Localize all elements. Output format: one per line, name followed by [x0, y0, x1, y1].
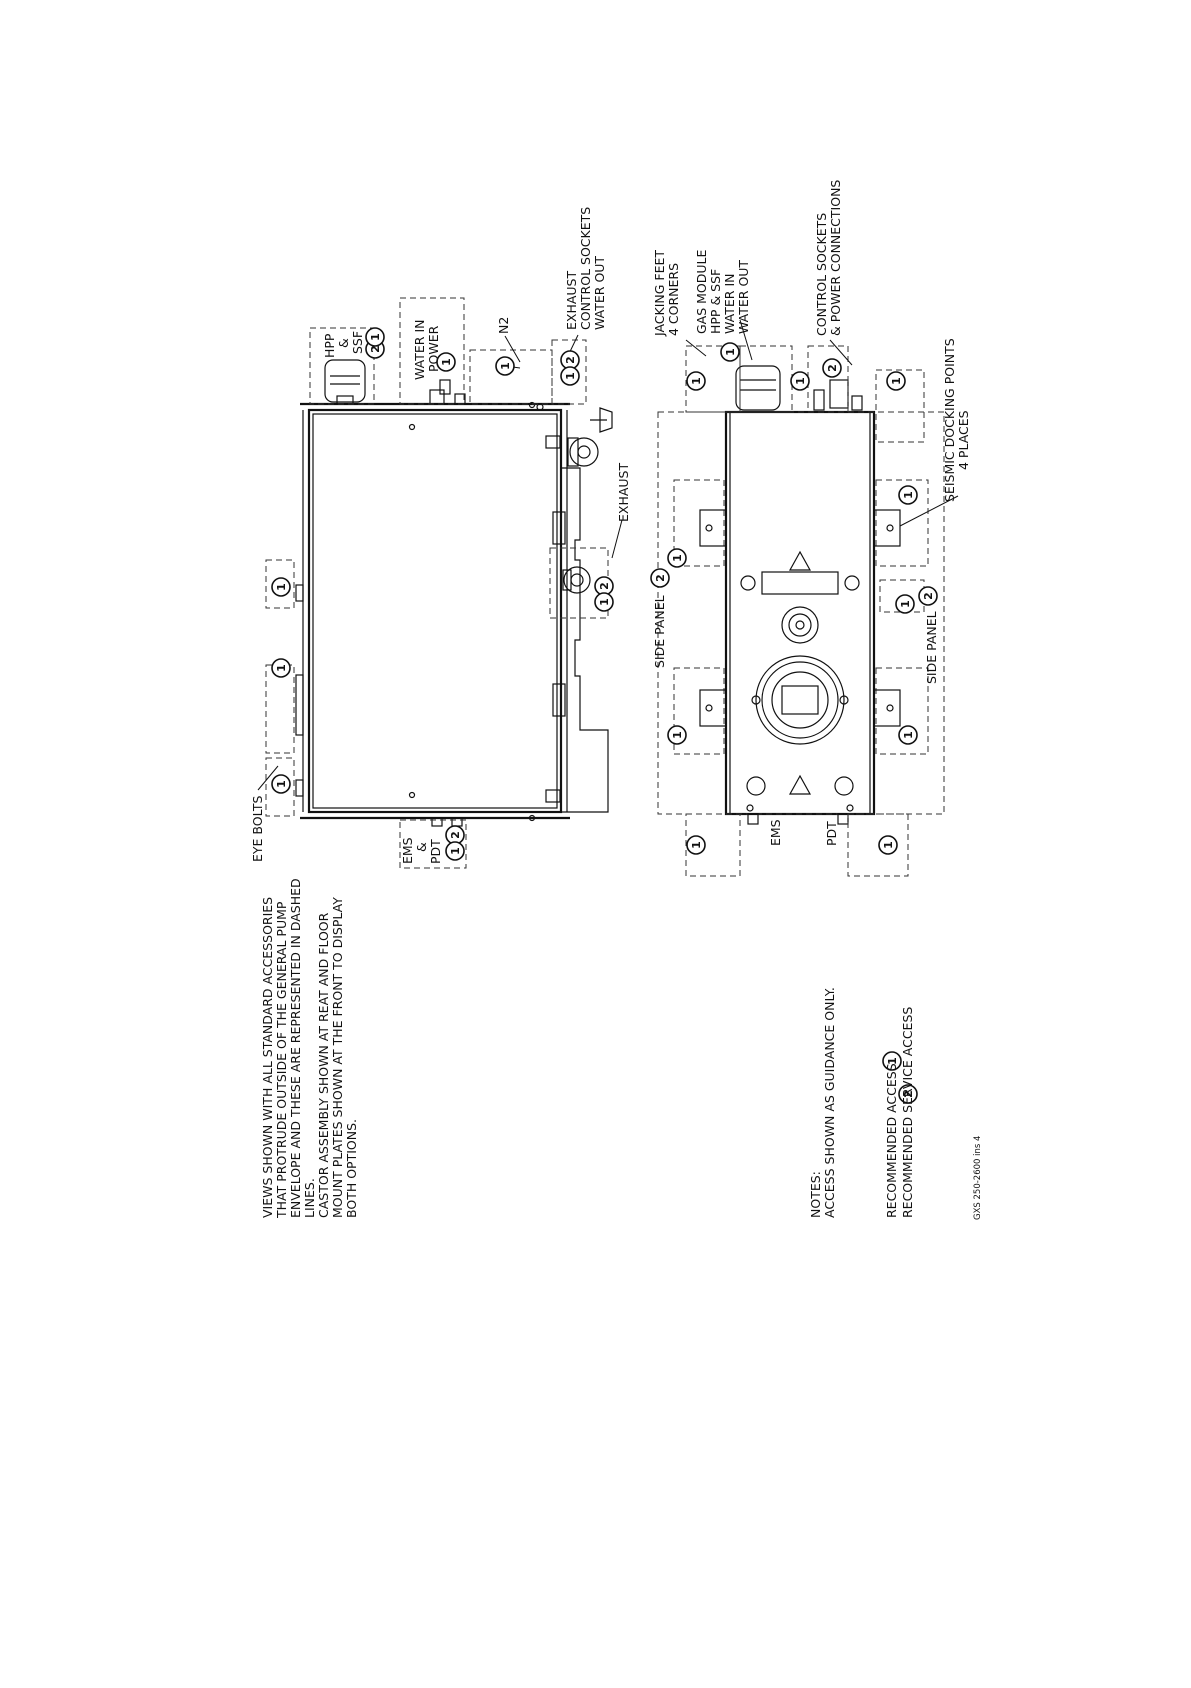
note-castor-line-3: BOTH OPTIONS. [344, 1119, 359, 1218]
side-view [257, 297, 623, 869]
exhaust-top-label: EXHAUST [564, 271, 579, 330]
exhaust-port [562, 566, 591, 594]
svg-text:1: 1 [275, 583, 288, 591]
general-notes: VIEWS SHOWN WITH ALL STANDARD ACCESSORIE… [260, 878, 983, 1220]
plan-view [657, 319, 959, 877]
legend-recommended-service-access: RECOMMENDED SERVICE ACCESS [900, 1007, 915, 1218]
plan-view-labels: JACKING FEET 4 CORNERS GAS MODULE HPP & … [652, 180, 971, 846]
note-views-line-3: ENVELOPE AND THESE ARE REPRESENTED IN DA… [288, 878, 303, 1218]
hpp-amp-label: & [336, 338, 351, 348]
n2-label: N2 [496, 317, 511, 334]
svg-text:1: 1 [890, 377, 903, 385]
hpp-label: HPP [322, 333, 337, 358]
svg-text:1: 1 [449, 847, 462, 855]
svg-text:1: 1 [794, 377, 807, 385]
drawing-reference: GXS 250-2600 ins 4 [973, 1136, 983, 1220]
power-label: POWER [426, 325, 441, 372]
plan-pdt-label: PDT [824, 821, 839, 846]
svg-text:1: 1 [564, 372, 577, 380]
svg-text:1: 1 [899, 600, 912, 608]
note-views-line-2: THAT PROTRUDE OUTSIDE OF THE GENERAL PUM… [274, 901, 289, 1219]
notes-heading: NOTES: [808, 1171, 823, 1218]
guidance-note: ACCESS SHOWN AS GUIDANCE ONLY. [822, 987, 837, 1218]
svg-text:2: 2 [369, 345, 382, 353]
svg-text:2: 2 [922, 592, 935, 600]
inlet-flange [751, 655, 849, 745]
svg-text:1: 1 [499, 362, 512, 370]
svg-text:1: 1 [275, 664, 288, 672]
note-views-line-1: VIEWS SHOWN WITH ALL STANDARD ACCESSORIE… [260, 897, 275, 1218]
svg-text:1: 1 [671, 731, 684, 739]
access-markers: 1 1 1 2 1 1 1 2 1 2 1 2 1 2 1 1 1 2 1 1 … [271, 327, 938, 1104]
svg-text:2: 2 [449, 831, 462, 839]
pdt-label: PDT [428, 839, 443, 864]
castor-wheel [567, 407, 613, 467]
ems-amp-label: & [414, 842, 429, 852]
eye-bolts-label: EYE BOLTS [250, 796, 265, 862]
svg-text:2: 2 [826, 364, 839, 372]
four-places-label: 4 PLACES [956, 410, 971, 470]
plan-ems-label: EMS [768, 819, 783, 846]
ems-label: EMS [400, 837, 415, 864]
jacking-feet-label: JACKING FEET [652, 250, 667, 337]
svg-text:2: 2 [654, 574, 667, 582]
hpp-ssf-unit [324, 359, 366, 405]
plan-control-sockets-label: CONTROL SOCKETS [814, 213, 829, 336]
side-panel-bottom-label: SIDE PANEL [924, 611, 939, 684]
svg-text:1: 1 [598, 598, 611, 606]
water-in-label: WATER IN [412, 320, 427, 381]
side-view-body-outline [307, 408, 563, 814]
gas-module-label: GAS MODULE [694, 249, 709, 334]
svg-text:2: 2 [564, 356, 577, 364]
exhaust-castor-label: EXHAUST [616, 463, 631, 522]
side-view-labels: EYE BOLTS EMS & PDT HPP & SSF WATER IN P… [250, 207, 667, 864]
svg-text:1: 1 [724, 348, 737, 356]
water-out-label: WATER OUT [592, 256, 607, 330]
hpp-ssf-label: HPP & SSF [708, 269, 723, 334]
side-view-bolts [408, 401, 536, 822]
note-views-line-4: LINES. [302, 1178, 317, 1218]
svg-text:2: 2 [902, 1090, 915, 1098]
svg-text:1: 1 [440, 358, 453, 366]
svg-text:1: 1 [671, 554, 684, 562]
svg-text:2: 2 [598, 582, 611, 590]
svg-text:1: 1 [902, 731, 915, 739]
svg-text:1: 1 [369, 333, 382, 341]
svg-text:1: 1 [886, 1057, 899, 1065]
control-sockets-label: CONTROL SOCKETS [578, 207, 593, 330]
power-connections-label: & POWER CONNECTIONS [828, 180, 843, 336]
svg-text:1: 1 [275, 780, 288, 788]
svg-text:1: 1 [882, 841, 895, 849]
svg-text:1: 1 [902, 491, 915, 499]
seismic-docking-label: SEISMIC DOCKING POINTS [942, 338, 957, 502]
four-corners-label: 4 CORNERS [666, 263, 681, 336]
ssf-label: SSF [350, 331, 365, 354]
seismic-docking-plates [673, 479, 929, 755]
plan-water-in-label: WATER IN [722, 274, 737, 335]
side-view-inner-outline [312, 413, 558, 809]
legend-recommended-access: RECOMMENDED ACCESS [884, 1063, 899, 1218]
svg-text:1: 1 [690, 841, 703, 849]
svg-text:1: 1 [690, 377, 703, 385]
plan-view-body-outline [724, 410, 876, 816]
note-castor-line-2: MOUNT PLATES SHOWN AT THE FRONT TO DISPL… [330, 897, 345, 1218]
plan-water-out-label: WATER OUT [736, 260, 751, 334]
side-panel-top-label: SIDE PANEL [652, 595, 667, 668]
note-castor-line-1: CASTOR ASSEMBLY SHOWN AT REAT AND FLOOR [316, 912, 331, 1218]
fan-grille [781, 606, 819, 644]
